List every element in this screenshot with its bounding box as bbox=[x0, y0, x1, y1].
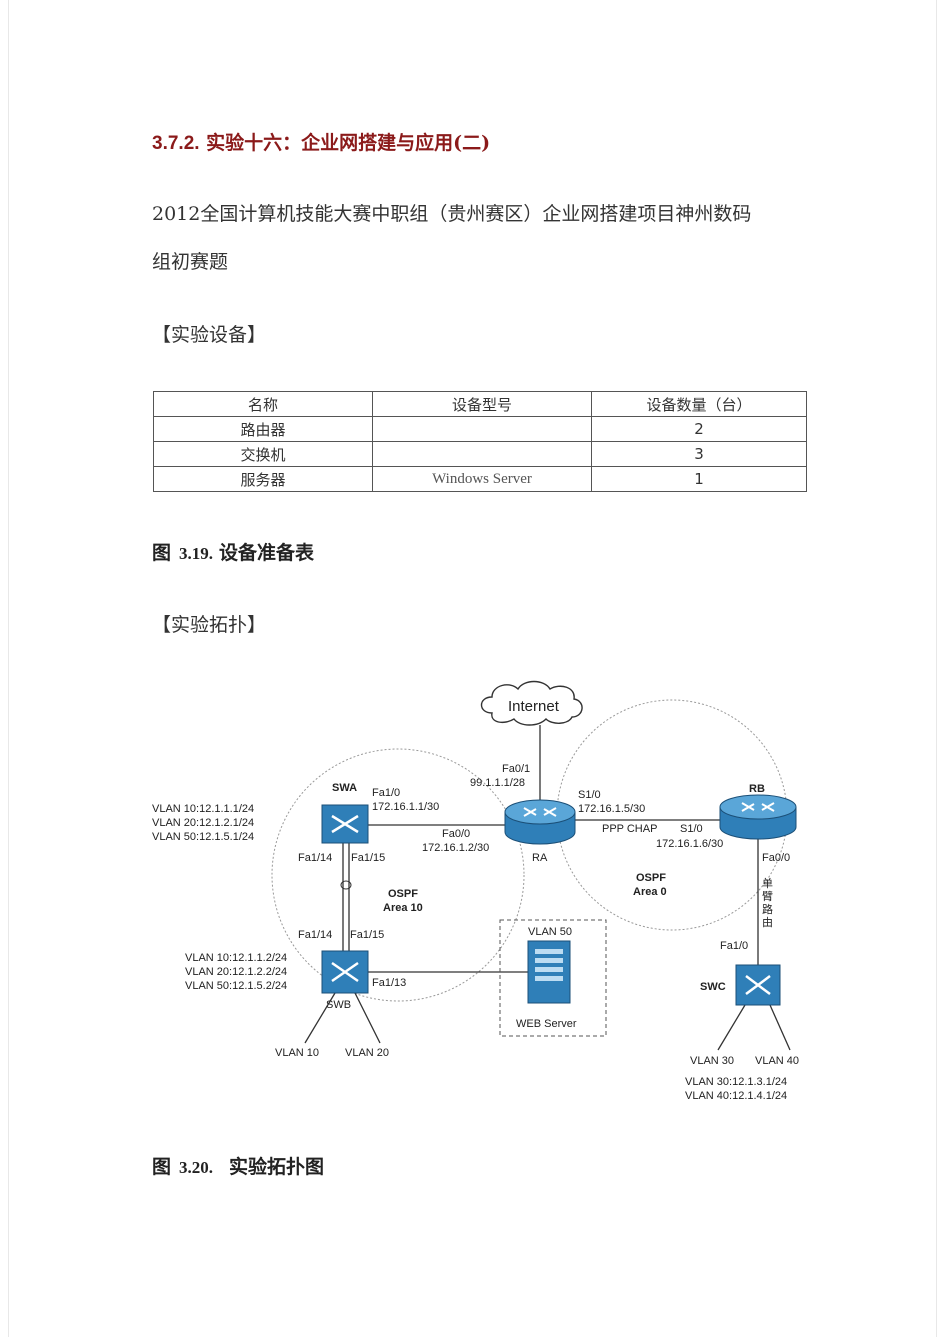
swc-vlan-label: VLAN 40:12.1.4.1/24 bbox=[685, 1090, 787, 1102]
rb-s10-label: S1/0 bbox=[680, 823, 703, 835]
swb-access-vlan-label: VLAN 20 bbox=[345, 1047, 389, 1059]
section-heading: 3.7.2. 实验十六：企业网搭建与应用(二) bbox=[152, 128, 490, 155]
ospf10-label: OSPF bbox=[388, 888, 418, 900]
table-header: 名称 bbox=[153, 391, 373, 417]
swb-access-vlan-label: VLAN 10 bbox=[275, 1047, 319, 1059]
internet-cloud-icon bbox=[480, 680, 583, 726]
swa-vlan-label: VLAN 10:12.1.1.1/24 bbox=[152, 803, 254, 815]
link-swc-vlan30 bbox=[717, 1004, 746, 1051]
router-rb-icon bbox=[719, 794, 797, 840]
swb-vlan-label: VLAN 20:12.1.2.2/24 bbox=[185, 966, 287, 978]
heading-title: 实验十六：企业网搭建与应用(二) bbox=[206, 132, 491, 154]
swb-fa114-label: Fa1/14 bbox=[298, 929, 332, 941]
swc-fa10-label: Fa1/0 bbox=[720, 940, 748, 952]
single-arm-char: 由 bbox=[762, 915, 773, 929]
table-cell: 3 bbox=[591, 441, 807, 467]
caption-text: 设备准备表 bbox=[219, 542, 315, 564]
table-cell: 路由器 bbox=[153, 416, 373, 442]
table-cell bbox=[372, 416, 592, 442]
link-swb-vlan20 bbox=[354, 992, 381, 1044]
link-aggregation-mark bbox=[340, 880, 352, 890]
swc-access-vlan-label: VLAN 40 bbox=[755, 1055, 799, 1067]
page-border bbox=[8, 0, 937, 1337]
single-arm-char: 臂 bbox=[762, 890, 773, 903]
table-cell: 服务器 bbox=[153, 466, 373, 492]
server-zone-box bbox=[499, 919, 607, 1037]
equipment-section-label: 【实验设备】 bbox=[152, 324, 267, 346]
caption-number: 3.19. bbox=[179, 544, 214, 563]
table-header: 设备数量（台） bbox=[591, 391, 807, 417]
ospf-area10-circle bbox=[271, 748, 525, 1002]
equipment-table: 名称 设备型号 设备数量（台） 路由器 2 交换机 3 服务器 Windows … bbox=[153, 391, 807, 492]
table-row: 服务器 Windows Server 1 bbox=[153, 466, 807, 492]
swa-vlan-label: VLAN 50:12.1.5.1/24 bbox=[152, 831, 254, 843]
switch-swb-icon bbox=[321, 950, 369, 994]
ra-fa00-label: Fa0/0 bbox=[442, 828, 470, 840]
caption-prefix: 图 bbox=[152, 1156, 172, 1178]
server-icon bbox=[527, 940, 571, 1004]
ospf0-label: OSPF bbox=[636, 872, 666, 884]
ra-fa01-label: Fa0/1 bbox=[502, 763, 530, 775]
topology-section-label: 【实验拓扑】 bbox=[152, 614, 267, 636]
ra-label: RA bbox=[532, 852, 548, 864]
internet-label: Internet bbox=[508, 698, 560, 715]
rb-label: RB bbox=[749, 783, 765, 795]
ppp-chap-label: PPP CHAP bbox=[602, 823, 657, 835]
link-swc-vlan40 bbox=[769, 1004, 791, 1051]
swa-fa114-label: Fa1/14 bbox=[298, 852, 332, 864]
swb-fa115-label: Fa1/15 bbox=[350, 929, 384, 941]
single-arm-char: 单 bbox=[762, 877, 773, 890]
server-name-label: WEB Server bbox=[516, 1018, 577, 1030]
rb-s10-ip-label: 172.16.1.6/30 bbox=[656, 838, 723, 850]
figure-caption-1: 图 3.19. 设备准备表 bbox=[152, 538, 314, 565]
swa-vlan-label: VLAN 20:12.1.2.1/24 bbox=[152, 817, 254, 829]
ospf0-area-label: Area 0 bbox=[633, 886, 667, 898]
rb-fa00-label: Fa0/0 bbox=[762, 852, 790, 864]
link-swb-vlan10 bbox=[304, 992, 336, 1044]
swa-fa10-ip-label: 172.16.1.1/30 bbox=[372, 801, 439, 813]
caption-text: 实验拓扑图 bbox=[229, 1156, 325, 1178]
ospf10-area-label: Area 10 bbox=[383, 902, 423, 914]
ra-fa01-ip-label: 99.1.1.1/28 bbox=[470, 777, 525, 789]
ra-s10-ip-label: 172.16.1.5/30 bbox=[578, 803, 645, 815]
swa-fa115-label: Fa1/15 bbox=[351, 852, 385, 864]
intro-line-1: 2012全国计算机技能大赛中职组（贵州赛区）企业网搭建项目神州数码 bbox=[152, 203, 752, 225]
topology-diagram: Internet RA RB SWA SWB SWC VLAN 50 WEB bbox=[152, 680, 799, 1102]
ra-s10-label: S1/0 bbox=[578, 789, 601, 801]
table-header: 设备型号 bbox=[372, 391, 592, 417]
swb-fa113-label: Fa1/13 bbox=[372, 977, 406, 989]
swc-vlan-label: VLAN 30:12.1.3.1/24 bbox=[685, 1076, 787, 1088]
swb-label: SWB bbox=[326, 999, 351, 1011]
table-row: 路由器 2 bbox=[153, 416, 807, 442]
router-ra-icon bbox=[504, 799, 576, 845]
caption-number: 3.20. bbox=[179, 1158, 214, 1177]
ra-fa00-ip-label: 172.16.1.2/30 bbox=[422, 842, 489, 854]
swb-vlan-label: VLAN 50:12.1.5.2/24 bbox=[185, 980, 287, 992]
server-vlan-label: VLAN 50 bbox=[528, 926, 572, 938]
heading-number: 3.7.2. bbox=[152, 133, 200, 154]
intro-line-2: 组初赛题 bbox=[152, 251, 229, 273]
switch-swc-icon bbox=[735, 964, 781, 1006]
table-cell: 交换机 bbox=[153, 441, 373, 467]
swc-label: SWC bbox=[700, 981, 726, 993]
table-header-row: 名称 设备型号 设备数量（台） bbox=[153, 391, 807, 417]
table-row: 交换机 3 bbox=[153, 441, 807, 467]
table-cell: Windows Server bbox=[372, 466, 592, 492]
swa-label: SWA bbox=[332, 782, 357, 794]
swb-vlan-label: VLAN 10:12.1.1.2/24 bbox=[185, 952, 287, 964]
swa-fa10-label: Fa1/0 bbox=[372, 787, 400, 799]
table-cell: 1 bbox=[591, 466, 807, 492]
table-cell: 2 bbox=[591, 416, 807, 442]
single-arm-char: 路 bbox=[762, 903, 773, 916]
swc-access-vlan-label: VLAN 30 bbox=[690, 1055, 734, 1067]
table-cell bbox=[372, 441, 592, 467]
caption-prefix: 图 bbox=[152, 542, 172, 564]
figure-caption-2: 图 3.20. 实验拓扑图 bbox=[152, 1152, 324, 1179]
switch-swa-icon bbox=[321, 804, 369, 844]
